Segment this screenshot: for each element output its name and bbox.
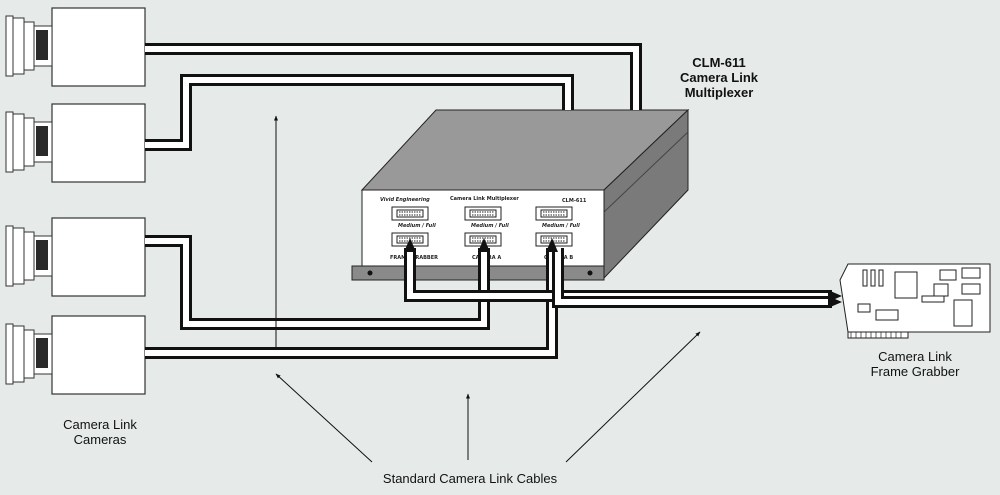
camera-1 [5,7,146,87]
mux-title: CLM-611 Camera Link Multiplexer [664,55,774,100]
device-name: Camera Link Multiplexer [450,196,519,202]
camera-2 [5,103,146,183]
connector-2 [464,206,502,221]
cables-label: Standard Camera Link Cables [382,471,558,486]
camera-4 [5,315,146,395]
cameras-label-line-1: Camera Link [63,417,137,432]
cameras-label-line-2: Cameras [73,432,127,447]
port-label-1: Medium / Full [398,223,436,229]
cable-bundle [145,43,832,359]
connector-3 [535,206,573,221]
camera-3 [5,217,146,297]
port-label-2: Medium / Full [471,223,509,229]
multiplexer-box: Vivid Engineering Camera Link Multiplexe… [351,108,690,281]
device-model: CLM-611 [562,198,587,204]
grabber-label-line-2: Frame Grabber [870,364,960,379]
cable-arrowheads [404,238,842,308]
pointer-arrows [274,115,701,463]
grabber-label: Camera Link Frame Grabber [850,349,980,379]
connector-1 [391,206,429,221]
frame-grabber-card [839,263,991,339]
port-label-3: Medium / Full [542,223,580,229]
cameras-label: Camera Link Cameras [40,417,160,447]
mux-title-line-2: Camera Link [679,70,759,85]
mux-title-line-3: Multiplexer [684,85,754,100]
mux-title-line-1: CLM-611 [692,55,746,70]
grabber-label-line-1: Camera Link [878,349,952,364]
device-brand: Vivid Engineering [380,197,430,203]
